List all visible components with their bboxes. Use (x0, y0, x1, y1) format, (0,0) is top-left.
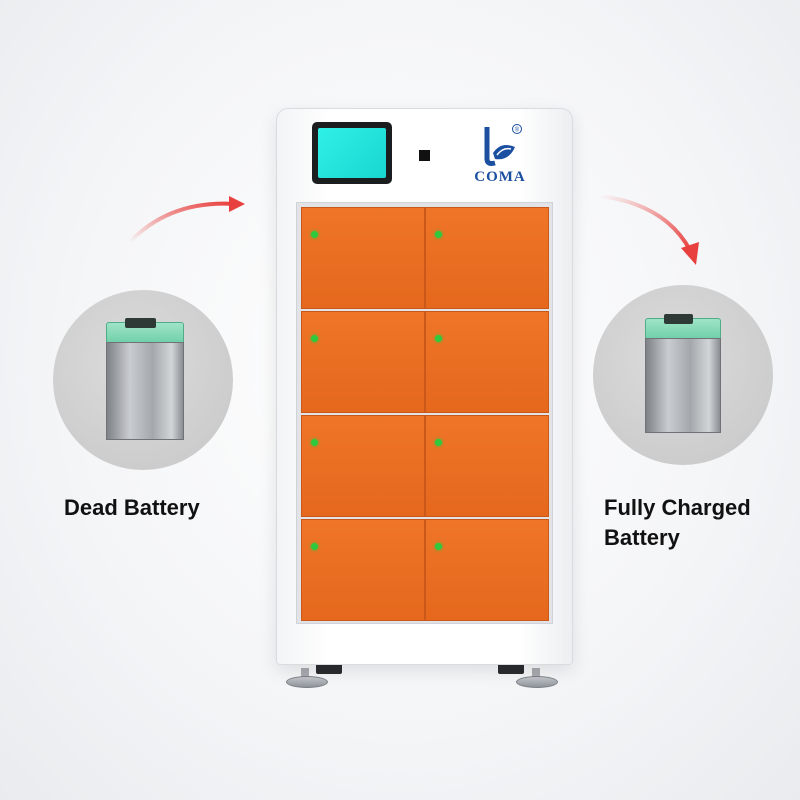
door-status-led (311, 335, 318, 342)
door-status-led (311, 543, 318, 550)
locker-door[interactable] (425, 519, 549, 621)
door-status-led (435, 231, 442, 238)
charged-battery-icon (645, 314, 721, 433)
locker-door-grid (296, 202, 553, 624)
locker-door[interactable] (301, 415, 425, 517)
coma-logo-icon: ® (484, 124, 522, 166)
locker-door[interactable] (425, 415, 549, 517)
charged-battery-label-line1: Fully Charged (604, 495, 751, 520)
door-status-led (311, 231, 318, 238)
registered-mark: ® (515, 127, 520, 134)
touch-screen[interactable] (312, 122, 392, 184)
locker-door[interactable] (301, 311, 425, 413)
door-status-led (435, 335, 442, 342)
charged-battery-label-line2: Battery (604, 525, 680, 550)
locker-door[interactable] (301, 207, 425, 309)
arrow-out-icon (598, 194, 699, 265)
battery-swap-cabinet: ® COMA (276, 108, 573, 665)
coma-logo: ® COMA (469, 123, 529, 185)
dead-battery-label: Dead Battery (64, 495, 200, 520)
arrow-in-icon (128, 196, 245, 244)
locker-door[interactable] (425, 311, 549, 413)
charged-battery-circle (593, 285, 773, 465)
screen-display (318, 128, 386, 178)
door-status-led (311, 439, 318, 446)
scanner-sensor (419, 150, 430, 161)
brand-name: COMA (474, 169, 526, 185)
locker-door[interactable] (425, 207, 549, 309)
door-status-led (435, 439, 442, 446)
door-status-led (435, 543, 442, 550)
dead-battery-circle (53, 290, 233, 470)
dead-battery-icon (106, 318, 184, 440)
charged-battery-label: Fully Charged Battery (604, 493, 751, 553)
locker-door[interactable] (301, 519, 425, 621)
